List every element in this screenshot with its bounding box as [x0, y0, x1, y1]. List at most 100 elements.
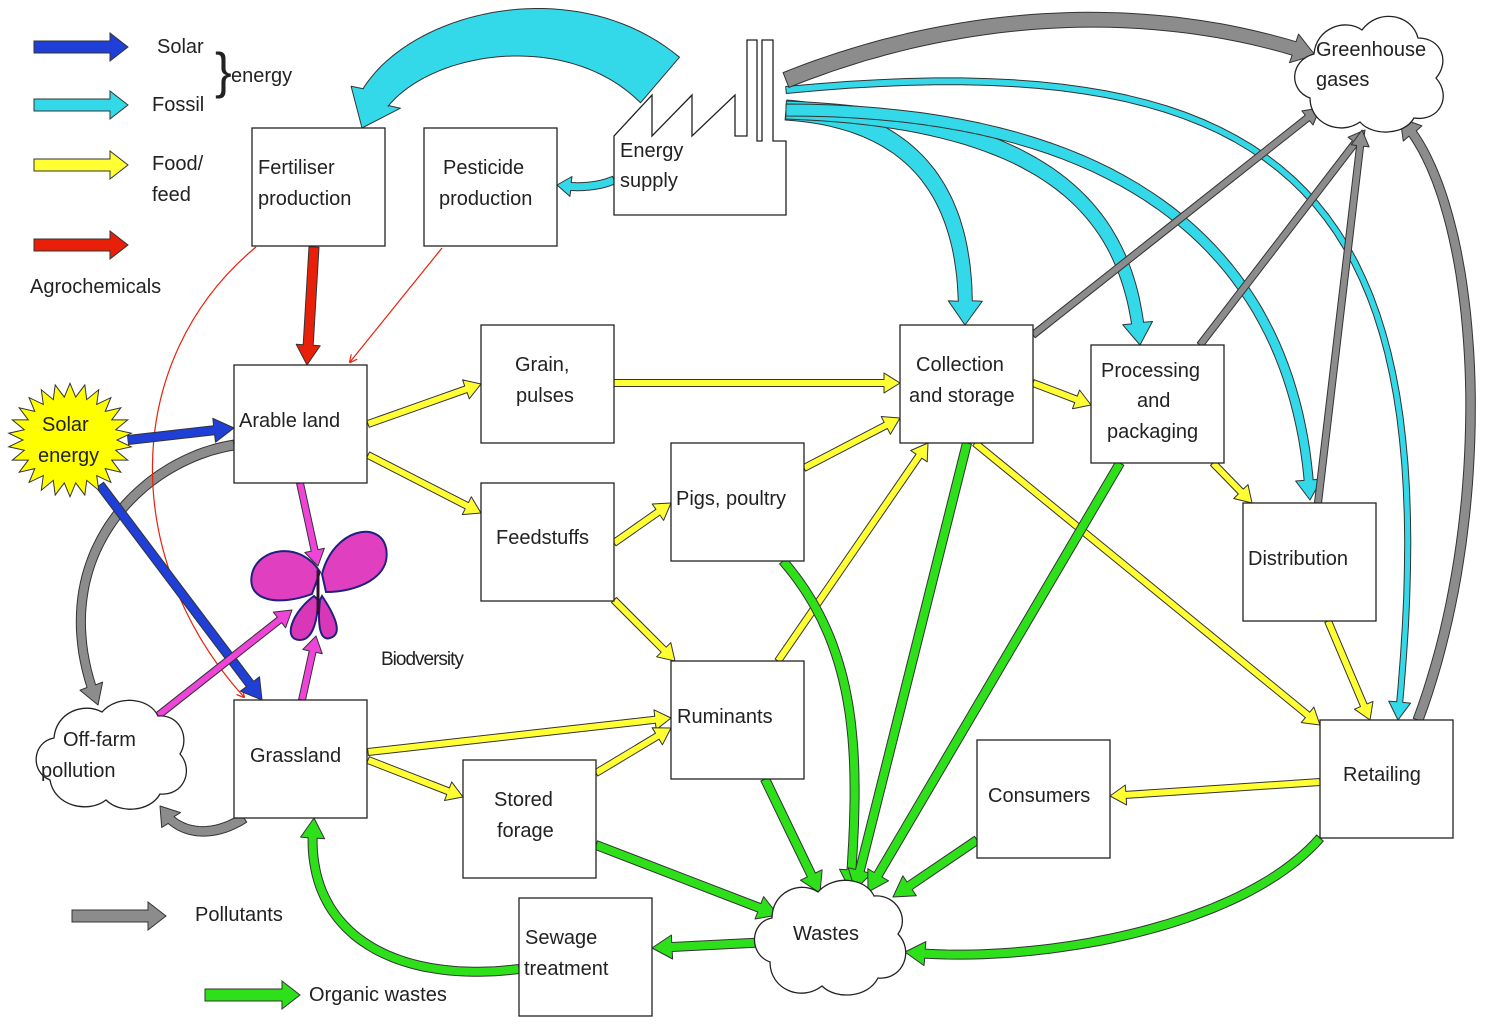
- greenhouse-label-2: gases: [1316, 69, 1369, 91]
- collection-to-wastes-arrow: [847, 441, 972, 891]
- retailing-box: [1319, 719, 1454, 839]
- organic-waste-flows: [300, 441, 1324, 977]
- energy-supply-to-greenhouse-arrow: [782, 11, 1316, 88]
- pollutant-flows: [75, 11, 1476, 837]
- grain-pulses-box: [480, 324, 615, 444]
- legend-organic-wastes-arrow: [204, 979, 301, 1011]
- energy-supply-label-1: Energy: [620, 140, 683, 162]
- processing-to-greenhouse-arrow: [1196, 129, 1366, 348]
- stored-forage-to-wastes-arrow: [593, 840, 779, 920]
- butterfly-icon: [250, 530, 388, 642]
- offfarm-label-1: Off-farm: [63, 729, 136, 751]
- grassland-box: [233, 699, 368, 819]
- distribution-to-retailing-arrow: [1324, 619, 1374, 721]
- legend-brace: }: [215, 43, 232, 99]
- grain-label-1: Grain,: [515, 354, 569, 376]
- arable-land-box: [233, 364, 368, 484]
- legend-food-label: Food/: [152, 153, 204, 175]
- sun-to-grassland-arrow: [95, 481, 263, 701]
- arable-to-biodiversity-arrow: [296, 481, 325, 567]
- solar-energy-label-2: energy: [38, 445, 99, 467]
- collection-to-processing-arrow: [1031, 379, 1092, 410]
- fertiliser-label-2: production: [258, 188, 351, 210]
- pigs-to-collection-arrow: [801, 416, 901, 472]
- node-labels: Fertiliser production Pesticide producti…: [38, 39, 1426, 980]
- greenhouse-gases-cloud: [1294, 15, 1444, 133]
- nodes: [35, 15, 1454, 1017]
- fossil-energy-to-fertiliser-arrow: [350, 8, 680, 129]
- collection-to-greenhouse-arrow: [1030, 107, 1321, 339]
- sewage-treatment-box: [518, 897, 653, 1017]
- stored-forage-label-2: forage: [497, 820, 554, 842]
- fertiliser-label-1: Fertiliser: [258, 157, 335, 179]
- retailing-to-wastes-arrow: [904, 834, 1324, 967]
- distribution-to-greenhouse-arrow: [1314, 129, 1370, 504]
- consumers-to-wastes-arrow: [892, 835, 980, 898]
- fossil-energy-to-distribution-arrow: [785, 103, 1323, 501]
- distribution-label: Distribution: [1248, 548, 1348, 570]
- feedstuffs-label: Feedstuffs: [496, 527, 589, 549]
- grassland-label: Grassland: [250, 745, 341, 767]
- legend-solar-label: Solar: [157, 36, 204, 58]
- legend-agrochemicals-arrow: [33, 229, 129, 261]
- legend-pollutants-arrow: [71, 900, 167, 932]
- agrochemical-arrows: [295, 246, 321, 366]
- grassland-to-offfarm-arrow: [159, 805, 248, 837]
- grassland-to-stored-forage-arrow: [366, 756, 464, 801]
- ruminants-to-wastes-arrow: [760, 776, 823, 894]
- wastes-cloud: [753, 879, 907, 996]
- offfarm-label-2: pollution: [41, 760, 116, 782]
- offfarm-to-biodiversity-arrow: [152, 609, 293, 722]
- pesticide-production-box: [423, 127, 558, 247]
- consumers-label: Consumers: [988, 785, 1090, 807]
- collection-to-retailing-arrow: [972, 439, 1321, 726]
- retailing-label: Retailing: [1343, 764, 1421, 786]
- collection-label-1: Collection: [916, 354, 1004, 376]
- wastes-label: Wastes: [793, 923, 859, 945]
- consumers-box: [976, 739, 1111, 859]
- energy-supply-label-2: supply: [620, 170, 678, 192]
- fossil-energy-to-pesticide-arrow: [556, 175, 616, 197]
- feedstuffs-to-ruminants-arrow: [611, 597, 676, 662]
- grassland-to-ruminants-arrow: [367, 709, 672, 756]
- sewage-label-2: treatment: [524, 958, 609, 980]
- legend-food-feed-arrow: [33, 149, 129, 181]
- solar-energy-sun: [7, 381, 133, 499]
- pesticide-to-arable-thin-arrow: [350, 247, 443, 362]
- legend-fossil-arrow: [33, 89, 129, 121]
- sun-to-arable-arrow: [127, 417, 235, 445]
- legend-solar-arrow: [33, 31, 129, 63]
- sewage-label-1: Sewage: [525, 927, 597, 949]
- greenhouse-label-1: Greenhouse: [1316, 39, 1426, 61]
- processing-label-1: Processing: [1101, 360, 1200, 382]
- ruminants-box: [670, 660, 805, 780]
- legend-feed-label: feed: [152, 184, 191, 206]
- biodiversity-flows: [152, 481, 325, 722]
- solar-energy-label-1: Solar: [42, 414, 89, 436]
- distribution-box: [1242, 502, 1377, 622]
- collection-label-2: and storage: [909, 385, 1015, 407]
- legend: Solar } energy Fossil Food/ feed Agroche…: [30, 31, 447, 1011]
- feedstuffs-box: [480, 482, 615, 602]
- stored-forage-to-ruminants-arrow: [593, 727, 672, 777]
- pesticide-label-2: production: [439, 188, 532, 210]
- legend-agrochemicals-label: Agrochemicals: [30, 276, 161, 298]
- fossil-energy-flows: [350, 8, 1412, 721]
- pigs-poultry-box: [670, 442, 805, 562]
- agrochemical-flows: [151, 246, 443, 697]
- stored-forage-label-1: Stored: [494, 789, 553, 811]
- retailing-to-consumers-arrow: [1109, 778, 1321, 806]
- legend-organic-wastes-label: Organic wastes: [309, 984, 447, 1006]
- sewage-to-grassland-arrow: [300, 817, 520, 977]
- arable-to-feedstuffs-arrow: [365, 451, 482, 516]
- stored-forage-box: [462, 759, 597, 879]
- retailing-to-greenhouse-arrow: [1399, 117, 1476, 723]
- grassland-to-biodiversity-arrow: [298, 635, 323, 702]
- processing-label-3: packaging: [1107, 421, 1198, 443]
- fertiliser-production-box: [251, 127, 386, 247]
- fertiliser-to-offfarm-thin-arrow: [151, 246, 257, 697]
- grain-label-2: pulses: [516, 385, 574, 407]
- solar-energy-flows: [95, 417, 263, 701]
